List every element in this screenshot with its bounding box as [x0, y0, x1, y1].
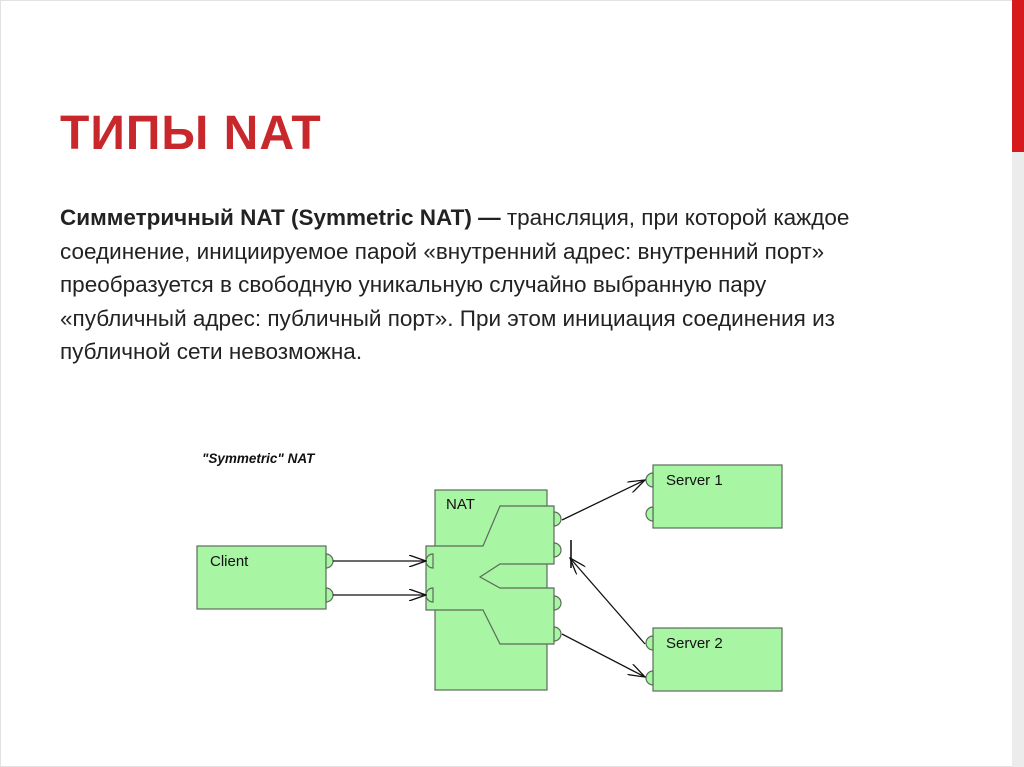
diagram-caption: "Symmetric" NAT [202, 451, 316, 466]
slide-title: ТИПЫ NAT [60, 107, 322, 160]
client-label: Client [210, 553, 249, 570]
nat-node: NAT [425, 489, 562, 691]
accent-bar-track [1012, 152, 1024, 767]
term-description: трансляция, при которой каждое соединени… [60, 205, 850, 364]
nat-label: NAT [446, 496, 475, 513]
symmetric-nat-diagram: "Symmetric" NAT Client NAT Server 1 Serv… [196, 451, 783, 692]
arrow-server2-blocked [570, 558, 646, 645]
server2-node: Server 2 [645, 627, 783, 692]
server1-label: Server 1 [666, 472, 723, 489]
client-node: Client [196, 545, 334, 610]
server1-node: Server 1 [645, 464, 783, 529]
accent-bar [1012, 0, 1024, 152]
server2-label: Server 2 [666, 635, 723, 652]
arrow-nat-to-server1 [561, 480, 645, 521]
term-bold: Симметричный NAT (Symmetric NAT) — [60, 205, 501, 230]
slide-body: Симметричный NAT (Symmetric NAT) — транс… [60, 201, 860, 369]
arrow-nat-to-server2 [561, 633, 645, 677]
